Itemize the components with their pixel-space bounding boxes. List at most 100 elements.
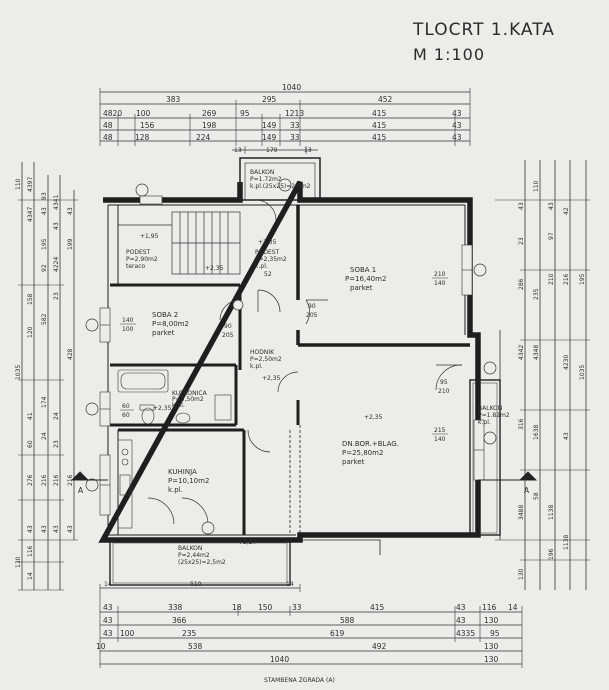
dim-top: 198 [202, 121, 217, 130]
dim-right: 97 [548, 232, 555, 240]
dim-top: 1213 [285, 109, 304, 118]
dim-bottom: 43 [103, 629, 113, 638]
dim-top: 156 [140, 121, 155, 130]
room-area: P=1.72m2 [250, 176, 282, 183]
dim-bottom: 14 [286, 581, 294, 588]
dim-top-total: 1040 [282, 83, 301, 92]
level-mark: +1,95 [140, 233, 159, 240]
dim-bottom: 538 [188, 642, 203, 651]
opening-height: 205 [306, 312, 318, 319]
level-mark: +2,27 [238, 539, 257, 546]
level-mark: +2,35 [262, 375, 281, 382]
dim-bottom: 150 [258, 603, 273, 612]
dim-top: 100 [136, 109, 151, 118]
dim-left: 428 [67, 348, 74, 360]
room-floor: k.pl. [255, 263, 268, 270]
dim-top: 33 [290, 133, 300, 142]
room-floor: k.pl.(25x25)=2,8m2 [250, 183, 311, 190]
dim-right: 42 [563, 207, 570, 215]
dim-right: 1638 [533, 425, 540, 440]
dim-top: 4820 [103, 109, 122, 118]
dim-right: 1138 [563, 535, 570, 550]
dim-bottom: 43 [456, 616, 466, 625]
section-mark-left: A [78, 486, 84, 495]
dim-top: 149 [262, 121, 277, 130]
building-caption: STAMBENA ZGRADA (A) [264, 677, 335, 684]
dim-bottom: 43 [103, 616, 113, 625]
dim-right: 1035 [579, 365, 586, 380]
room-floor: parket [152, 329, 175, 337]
dim-top: 415 [372, 121, 387, 130]
dim-bottom: 14 [104, 581, 112, 588]
dim-bottom: 619 [330, 629, 345, 638]
opening-height: 205 [222, 332, 234, 339]
room-floor: k.pl. [168, 486, 183, 494]
dim-bottom: 130 [484, 642, 499, 651]
room-floor: parket [350, 284, 373, 292]
level-mark: +2,35 [205, 265, 224, 272]
dim-right: 4348 [533, 345, 540, 360]
dim-top: 95 [240, 109, 250, 118]
room-floor: teraco [126, 263, 145, 270]
opening-width: 140 [122, 317, 134, 324]
dim-right: 130 [518, 568, 525, 580]
dim-right: 235 [533, 288, 540, 300]
dim-bottom: 100 [120, 629, 135, 638]
dim-top: 48 [103, 133, 113, 142]
dim-left: 130 [15, 556, 22, 568]
room-name: PODEST [126, 249, 151, 256]
dim-left: 23 [53, 292, 60, 300]
dim-top: 33 [290, 121, 300, 130]
room-area: P=2,90m2 [126, 256, 158, 263]
dim-left: 4347 [27, 207, 34, 222]
dim-left: 93 [41, 192, 48, 200]
dim-left: 43 [53, 525, 60, 533]
opening-width: 215 [434, 427, 446, 434]
dim-left: 41 [27, 412, 34, 420]
room-area: P=1.82m2 [478, 412, 510, 419]
dim-left: 23 [53, 440, 60, 448]
room-name: DN.BOR.+BLAG. [342, 440, 399, 448]
dim-left: 43 [67, 207, 74, 215]
opening-width: 52 [264, 271, 272, 278]
dim-left: 24 [53, 412, 60, 420]
dim-left: 120 [27, 326, 34, 338]
dim-bottom: 235 [182, 629, 197, 638]
dim-left: 4224 [53, 257, 60, 272]
dim-top: 13 [304, 147, 312, 154]
dim-bottom: 43 [456, 603, 466, 612]
dim-left: 43 [27, 525, 34, 533]
dim-left: 216 [67, 474, 74, 486]
room-area: P=5,50m2 [172, 396, 204, 403]
dim-left: 43 [41, 525, 48, 533]
dim-right: 43 [563, 432, 570, 440]
opening-height: 140 [434, 280, 446, 287]
dim-left: 60 [27, 440, 34, 448]
dim-right: 23 [518, 237, 525, 245]
dim-left: 4341 [53, 195, 60, 210]
dim-left: 158 [27, 293, 34, 305]
dim-left: 92 [41, 264, 48, 272]
dim-top: 48 [103, 121, 113, 130]
drawing-title: TLOCRT 1.KATA [413, 20, 555, 40]
drawing-scale: M 1:100 [413, 45, 485, 64]
dim-bottom: 10 [96, 642, 106, 651]
room-area: P=2,44m2 [178, 552, 210, 559]
opening-width: 210 [434, 271, 446, 278]
dim-bottom: 366 [172, 616, 187, 625]
room-area: P=16,40m2 [345, 275, 386, 283]
room-name: SOBA 1 [350, 266, 376, 274]
dim-top: 13 [234, 147, 242, 154]
room-name: KUHINJA [168, 468, 197, 476]
room-area: P=10,10m2 [168, 477, 209, 485]
dim-bottom: 1040 [270, 655, 289, 664]
room-area: P=2,35m2 [255, 256, 287, 263]
dim-bottom: 130 [484, 655, 499, 664]
level-mark: +2,35 [153, 405, 172, 412]
room-floor: k.pl. [172, 402, 185, 409]
dim-top: 179 [266, 147, 278, 154]
dim-top: 43 [452, 121, 462, 130]
room-floor: k.pl. [478, 419, 491, 426]
